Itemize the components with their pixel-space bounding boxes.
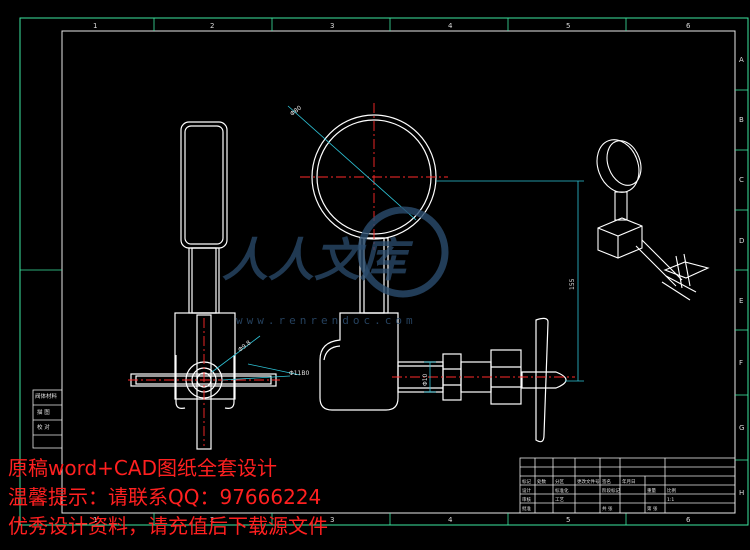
left-view-dimensions bbox=[211, 335, 301, 381]
iso-gauge-rim bbox=[606, 140, 642, 186]
zone-side-label: G bbox=[739, 424, 744, 432]
dimension-gauge-dia: Φ80 bbox=[289, 104, 303, 117]
zone-side-label: H bbox=[739, 489, 744, 497]
overlay-line-2: 温馨提示：请联系QQ：97666224 bbox=[8, 485, 322, 509]
zone-top-label: 1 bbox=[93, 22, 97, 30]
side-label-text: 校 对 bbox=[37, 423, 50, 431]
zone-labels-bottom: 1 2 3 4 5 6 bbox=[93, 516, 691, 524]
dimension-nut-dia: Φ9.8 bbox=[237, 339, 253, 353]
gauge-neck bbox=[188, 247, 220, 314]
zone-labels-side: A B C D E F G H bbox=[739, 56, 744, 497]
zone-top-label: 4 bbox=[448, 22, 453, 30]
watermark: 人人文库 www.renrendoc.com bbox=[222, 206, 449, 327]
title-block-cell: 审核 bbox=[522, 496, 531, 503]
outer-frame bbox=[19, 17, 749, 526]
zone-bottom-label: 1 bbox=[93, 516, 97, 524]
title-block-cell: 第 张 bbox=[647, 505, 658, 512]
valve-block-side bbox=[174, 312, 236, 400]
iso-valve-block bbox=[597, 217, 643, 259]
title-block-cell: 阶段标记 bbox=[602, 487, 620, 494]
dimension-bore-dia: Φ11B0 bbox=[289, 370, 309, 377]
zone-bottom-label: 3 bbox=[330, 516, 334, 524]
title-block bbox=[519, 457, 736, 514]
zone-labels-top: 1 2 3 4 5 6 bbox=[93, 22, 691, 30]
zone-ticks bbox=[20, 18, 748, 525]
zone-bottom-label: 6 bbox=[686, 516, 691, 524]
title-block-cell: 共 张 bbox=[602, 505, 613, 512]
zone-side-label: C bbox=[739, 176, 744, 184]
zone-bottom-label: 4 bbox=[448, 516, 453, 524]
title-block-cell: 分区 bbox=[555, 478, 564, 485]
zone-side-label: B bbox=[739, 116, 744, 124]
side-label-text: 阀体材料 bbox=[35, 392, 58, 400]
iso-pipe bbox=[635, 239, 683, 287]
dimension-stem-dia: Φ10 bbox=[422, 373, 429, 386]
dimension-height: 155 bbox=[569, 278, 576, 290]
title-block-cell: 签名 bbox=[602, 478, 611, 485]
overlay-line-1: 原稿word+CAD图纸全套设计 bbox=[8, 456, 277, 480]
title-block-cell: 设计 bbox=[522, 487, 531, 494]
title-block-cell: 重量 bbox=[647, 487, 656, 494]
iso-handle-arm-3 bbox=[675, 253, 691, 289]
title-block-cell: 工艺 bbox=[555, 497, 564, 503]
isometric-view bbox=[596, 139, 710, 301]
inner-frame bbox=[61, 30, 736, 514]
zone-top-label: 3 bbox=[330, 22, 334, 30]
zone-side-label: F bbox=[739, 359, 743, 367]
zone-bottom-label: 2 bbox=[210, 516, 214, 524]
zone-top-label: 6 bbox=[686, 22, 691, 30]
title-block-cell: 1:1 bbox=[667, 497, 674, 503]
handwheel-outline bbox=[175, 355, 235, 409]
stem-end bbox=[521, 371, 567, 389]
left-view-centerlines bbox=[128, 318, 280, 446]
title-block-cell: 更改文件号 bbox=[577, 478, 600, 485]
zone-top-label: 2 bbox=[210, 22, 214, 30]
side-label-table: 阀体材料 描 图 校 对 bbox=[32, 389, 63, 449]
overlay-line-3: 优秀设计资料，请充值后下载源文件 bbox=[8, 514, 328, 538]
handle-blade bbox=[535, 317, 549, 443]
iso-handle-arm-2 bbox=[661, 275, 697, 301]
title-block-cell: 标记 bbox=[522, 478, 531, 485]
zone-bottom-label: 5 bbox=[566, 516, 570, 524]
gauge-body-side bbox=[180, 121, 228, 249]
title-block-text: 标记 处数 分区 更改文件号 签名 年月日 设计 标准化 阶段标记 重量 比例 … bbox=[522, 478, 676, 512]
watermark-url: www.renrendoc.com bbox=[236, 314, 417, 327]
zone-side-label: A bbox=[739, 56, 744, 64]
iso-handle-arm bbox=[663, 261, 710, 279]
watermark-logo-ring bbox=[357, 206, 449, 298]
title-block-cell: 标准化 bbox=[555, 487, 569, 494]
front-view-dimensions bbox=[287, 105, 584, 393]
title-block-cell: 处数 bbox=[537, 478, 546, 485]
title-block-cell: 年月日 bbox=[622, 478, 636, 485]
watermark-logo-text: 人人文库 bbox=[222, 233, 414, 287]
iso-neck bbox=[614, 191, 628, 221]
zone-top-label: 5 bbox=[566, 22, 570, 30]
zone-side-label: E bbox=[739, 297, 743, 305]
title-block-cell: 批准 bbox=[522, 505, 531, 512]
side-label-text: 描 图 bbox=[37, 408, 50, 416]
gauge-body-inner bbox=[184, 125, 224, 245]
elbow-body bbox=[319, 312, 399, 411]
iso-gauge-dial bbox=[596, 139, 640, 193]
title-block-cell: 比例 bbox=[667, 487, 676, 494]
gauge-neck-inner bbox=[191, 247, 217, 314]
elbow-fillet bbox=[323, 345, 341, 361]
zone-side-label: D bbox=[739, 237, 744, 245]
